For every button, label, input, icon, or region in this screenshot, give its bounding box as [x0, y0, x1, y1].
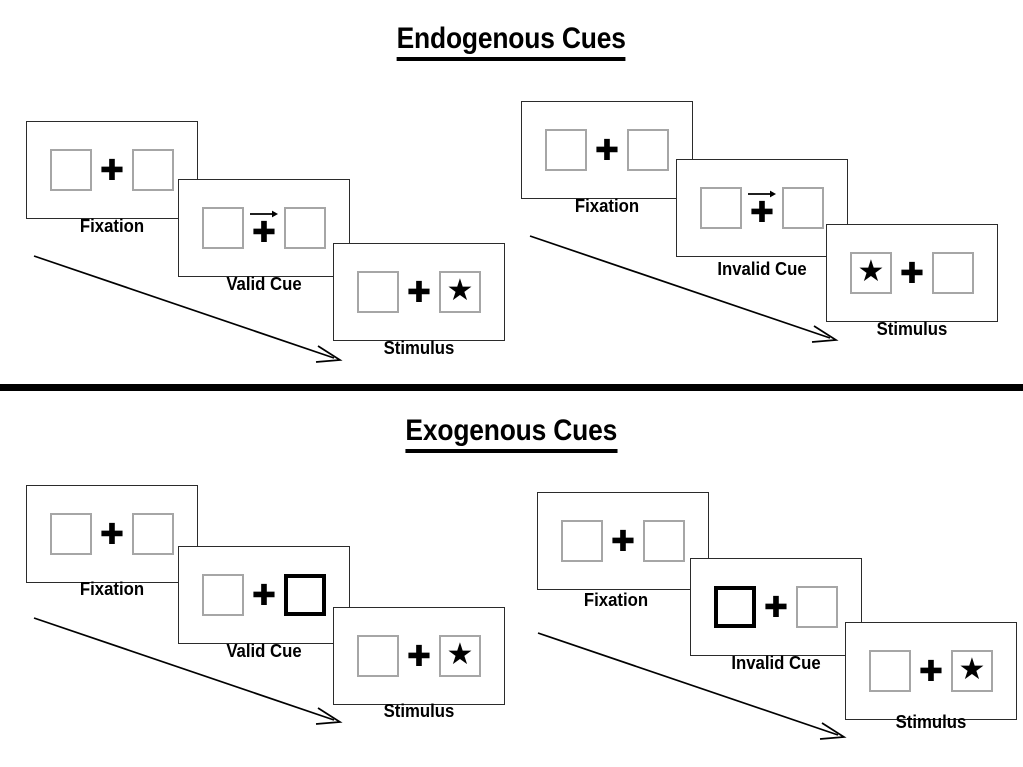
left-placeholder-box: ★	[850, 252, 892, 294]
stimulus-row: ✚	[545, 129, 669, 171]
frame-endogenous-valid-fixation: ✚	[26, 121, 198, 219]
stimulus-row: ✚	[202, 207, 326, 249]
fixation-cross-glyph: ✚	[610, 524, 636, 558]
fixation-cross-icon: ✚	[399, 635, 439, 677]
right-placeholder-box	[132, 149, 174, 191]
star-target-icon: ★	[857, 254, 885, 289]
fixation-cross-icon: ✚	[92, 513, 132, 555]
fixation-cross-glyph: ✚	[251, 214, 277, 249]
frame-exogenous-invalid-fixation: ✚	[537, 492, 709, 590]
section-divider	[0, 384, 1023, 391]
frame-exogenous-invalid-cue: ✚	[690, 558, 862, 656]
stimulus-row: ✚	[50, 149, 174, 191]
right-placeholder-box: ★	[439, 271, 481, 313]
stage-label-valid-cue: Valid Cue	[226, 641, 302, 661]
left-placeholder-box	[357, 635, 399, 677]
stimulus-row: ✚ ★	[357, 635, 481, 677]
left-placeholder-box	[202, 574, 244, 616]
stage-label-stimulus: Stimulus	[383, 701, 455, 721]
right-placeholder-box	[132, 513, 174, 555]
fixation-cross-icon: ✚	[399, 271, 439, 313]
frame-endogenous-invalid-stimulus: ★ ✚	[826, 224, 998, 322]
stage-label-stimulus: Stimulus	[895, 712, 967, 732]
fixation-cross-glyph: ✚	[899, 256, 925, 290]
right-placeholder-box	[782, 187, 824, 229]
stimulus-row: ✚	[561, 520, 685, 562]
right-placeholder-box	[284, 207, 326, 249]
star-target-icon: ★	[958, 652, 986, 687]
section-title-endogenous: Endogenous Cues	[0, 22, 1023, 61]
fixation-cross-icon: ✚	[756, 586, 796, 628]
stimulus-row: ★ ✚	[850, 252, 974, 294]
fixation-cross-icon: ✚	[92, 149, 132, 191]
stage-label-fixation: Fixation	[583, 590, 649, 610]
frame-endogenous-valid-stimulus: ✚ ★	[333, 243, 505, 341]
fixation-cross-icon: ✚	[911, 650, 951, 692]
frame-exogenous-valid-stimulus: ✚ ★	[333, 607, 505, 705]
frame-endogenous-invalid-fixation: ✚	[521, 101, 693, 199]
stage-label-fixation: Fixation	[79, 216, 145, 236]
section-title-endogenous-text: Endogenous Cues	[396, 22, 626, 61]
fixation-cross-glyph: ✚	[99, 153, 125, 187]
fixation-cross-icon: ✚	[244, 574, 284, 616]
left-placeholder-box	[545, 129, 587, 171]
fixation-cross-icon: ✚	[603, 520, 643, 562]
frame-endogenous-valid-cue: ✚	[178, 179, 350, 277]
section-title-exogenous: Exogenous Cues	[0, 414, 1023, 453]
fixation-cross-glyph: ✚	[918, 654, 944, 688]
left-placeholder-box	[561, 520, 603, 562]
stimulus-row: ✚	[50, 513, 174, 555]
fixation-cross-glyph: ✚	[594, 133, 620, 167]
stage-label-stimulus: Stimulus	[876, 319, 948, 339]
section-title-exogenous-text: Exogenous Cues	[405, 414, 618, 453]
frame-exogenous-invalid-stimulus: ✚ ★	[845, 622, 1017, 720]
left-placeholder-box	[50, 513, 92, 555]
right-placeholder-box-cued	[284, 574, 326, 616]
frame-exogenous-valid-cue: ✚	[178, 546, 350, 644]
right-placeholder-box	[627, 129, 669, 171]
right-placeholder-box	[643, 520, 685, 562]
fixation-cross-glyph: ✚	[99, 517, 125, 551]
cue-arrow-right-icon	[250, 210, 278, 218]
fixation-cross-icon: ✚	[892, 252, 932, 294]
stage-label-fixation: Fixation	[574, 196, 640, 216]
stage-label-valid-cue: Valid Cue	[226, 274, 302, 294]
fixation-cross-glyph: ✚	[763, 590, 789, 624]
stimulus-row: ✚ ★	[357, 271, 481, 313]
fixation-cross-icon: ✚	[587, 129, 627, 171]
left-placeholder-box-cued	[714, 586, 756, 628]
stimulus-row: ✚	[700, 187, 824, 229]
stimulus-row: ✚	[714, 586, 838, 628]
right-placeholder-box	[932, 252, 974, 294]
fixation-cross-glyph: ✚	[749, 194, 775, 229]
fixation-cross-glyph: ✚	[406, 639, 432, 673]
right-placeholder-box: ★	[951, 650, 993, 692]
stage-label-invalid-cue: Invalid Cue	[717, 259, 807, 279]
stage-label-invalid-cue: Invalid Cue	[731, 653, 821, 673]
right-placeholder-box: ★	[439, 635, 481, 677]
fixation-cross-glyph: ✚	[251, 578, 277, 612]
fixation-cross-glyph: ✚	[406, 275, 432, 309]
stage-label-fixation: Fixation	[79, 579, 145, 599]
left-placeholder-box	[869, 650, 911, 692]
right-placeholder-box	[796, 586, 838, 628]
cue-arrow-right-icon	[748, 190, 776, 198]
stage-label-stimulus: Stimulus	[383, 338, 455, 358]
fixation-cross-icon: ✚	[244, 207, 284, 249]
left-placeholder-box	[357, 271, 399, 313]
left-placeholder-box	[202, 207, 244, 249]
left-placeholder-box	[50, 149, 92, 191]
frame-exogenous-valid-fixation: ✚	[26, 485, 198, 583]
fixation-cross-icon: ✚	[742, 187, 782, 229]
star-target-icon: ★	[446, 637, 474, 672]
star-target-icon: ★	[446, 273, 474, 308]
left-placeholder-box	[700, 187, 742, 229]
stimulus-row: ✚ ★	[869, 650, 993, 692]
frame-endogenous-invalid-cue: ✚	[676, 159, 848, 257]
stimulus-row: ✚	[202, 574, 326, 616]
